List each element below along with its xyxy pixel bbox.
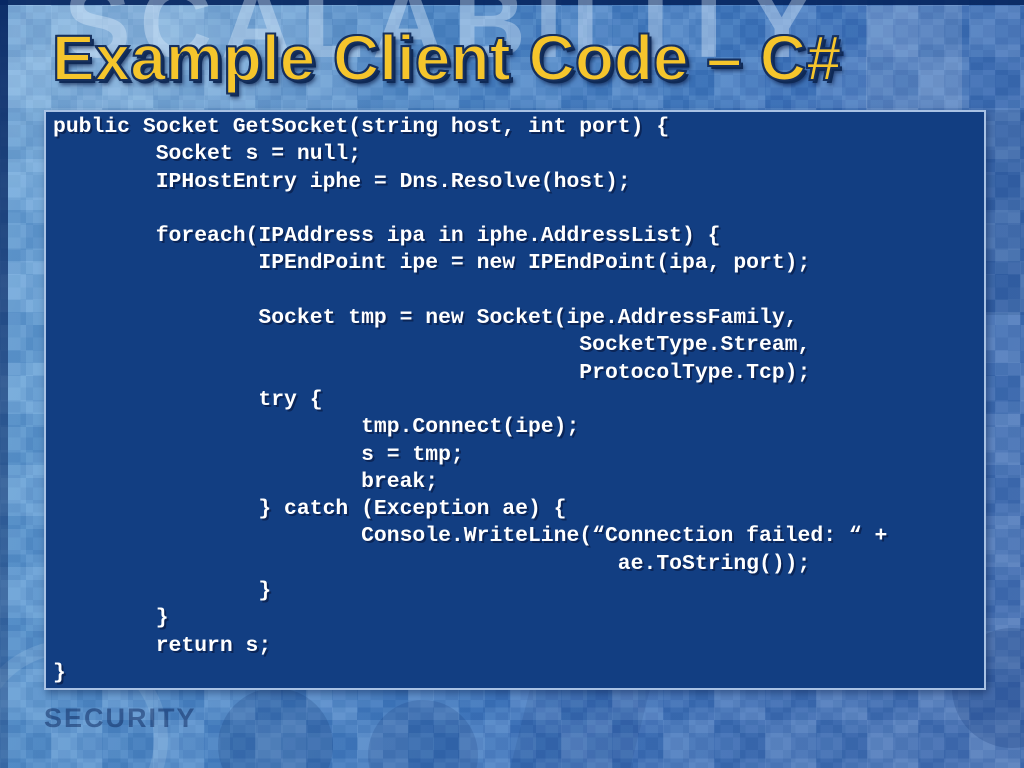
watermark-scalability: SCALABILITY [64, 0, 825, 79]
slide-title: Example Client Code – C# [51, 21, 843, 95]
mosaic-tile [866, 5, 962, 110]
slide-left-edge [0, 0, 8, 768]
code-panel: public Socket GetSocket(string host, int… [44, 110, 986, 690]
code-text: public Socket GetSocket(string host, int… [53, 115, 888, 685]
slide-top-edge [0, 0, 1024, 5]
watermark-security: SECURITY [44, 703, 197, 733]
mosaic-tile [510, 690, 650, 768]
